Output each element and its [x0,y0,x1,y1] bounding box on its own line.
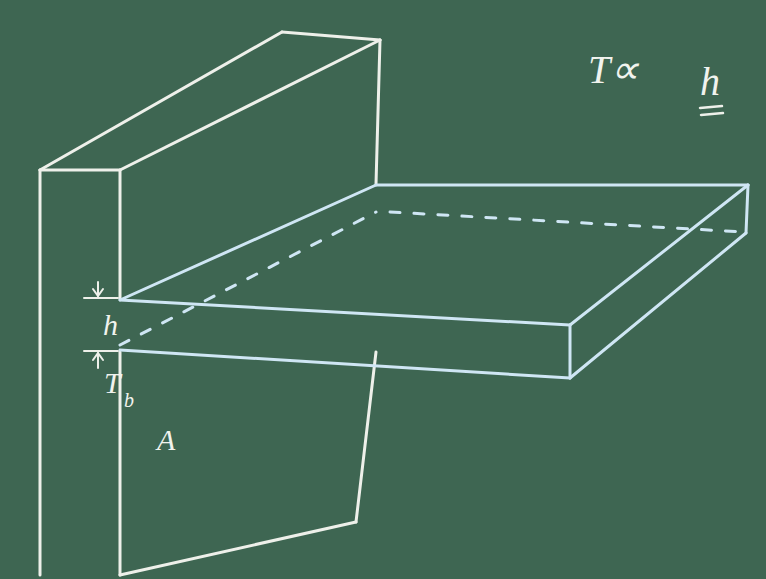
underlined-variable: h [700,62,720,102]
fin-plate [120,185,748,378]
double-underline [700,106,723,115]
area-label: A [157,425,175,455]
thickness-label: h [103,310,118,340]
base-temperature-label: T [104,368,121,398]
subscript-label: b [124,390,134,410]
proportional-note: T∝ [588,50,639,90]
thickness-dimension [84,282,118,368]
